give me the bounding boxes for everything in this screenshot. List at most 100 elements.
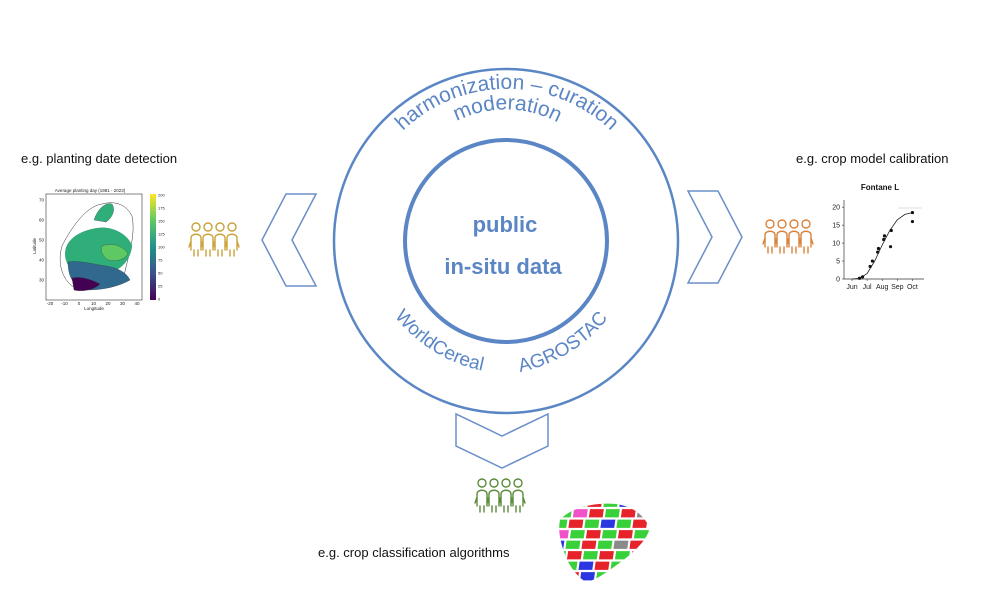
field-parcel [597,549,616,561]
field-parcel [559,570,565,582]
field-parcel [583,518,601,530]
field-parcel [585,503,604,509]
chart-xtick-label: Aug [876,284,889,291]
field-parcel [625,560,643,572]
chevron-down-icon [455,412,549,469]
field-parcel [596,539,614,551]
chart-data-point [876,246,881,251]
people-group-icon [474,478,526,513]
chart-data-point [910,219,915,224]
colorbar-tick-label: 75 [158,258,163,263]
map-xtick-label: 10 [91,301,97,306]
field-parcel [632,528,650,540]
field-parcel [562,570,581,582]
field-parcel [613,549,632,561]
chart-xtick-label: Sep [891,284,904,291]
chart-xtick-label: Oct [907,284,918,291]
field-parcel [578,570,597,582]
chart-data-point [868,264,872,269]
field-parcel [561,560,579,572]
field-parcel [610,570,629,582]
center-title-line1: public [473,212,538,237]
colorbar-tick-label: 100 [158,245,165,250]
caption-planting-date: e.g. planting date detection [21,151,178,166]
colorbar-tick-label: 125 [158,232,165,237]
chevron-left-icon [261,193,318,287]
chart-data-point [882,237,886,242]
chart-ytick-label: 10 [832,241,840,248]
chart-data-point [889,228,893,233]
field-parcel [577,560,595,572]
center-title-line2: in-situ data [444,254,562,279]
map-xtick-label: 0 [78,301,81,306]
field-parcel [567,518,585,530]
map-xlabel: Longitude [84,306,104,311]
field-parcel [559,528,571,540]
field-parcel [559,507,574,519]
field-parcel [616,528,635,540]
map-xtick-label: 30 [120,301,126,306]
field-parcel [580,539,598,551]
colorbar-tick-label: 25 [158,284,163,289]
field-parcel [568,528,587,540]
field-parcel [615,518,633,530]
colorbar-tick-label: 0 [158,297,161,302]
map-xtick-label: 40 [134,301,140,306]
person-icon [474,478,490,513]
map-title: Average planting day (1981 - 2023) [55,188,126,193]
caption-crop-model: e.g. crop model calibration [796,151,949,166]
person-icon [212,222,228,257]
field-parcel [617,503,636,509]
chart-ytick-label: 20 [832,205,840,212]
map-xtick-label: 20 [105,301,111,306]
chart-data-point [860,275,865,279]
field-parcel [599,518,617,530]
field-parcel [601,503,620,509]
field-parcel [564,539,582,551]
crop-field-map-thumbnail [556,498,652,582]
map-xtick-label: -10 [61,301,68,306]
field-parcel [587,507,606,519]
person-icon [188,222,204,257]
map-colorbar [150,194,156,300]
chart-ytick-label: 15 [832,223,840,230]
field-parcel [609,560,627,572]
person-icon [786,219,802,254]
person-icon [486,478,502,513]
chart-ytick-label: 0 [836,277,840,284]
chart-ytick-label: 5 [836,259,840,266]
field-parcel [631,518,649,530]
field-parcel [584,528,603,540]
chart-title: Fontane L [861,183,899,192]
chart-data-point [857,276,862,280]
field-parcel [559,549,568,561]
map-ytick-label: 30 [39,278,45,283]
field-parcel [559,539,566,551]
chart-data-point [882,234,887,238]
map-scandinavia [93,203,114,223]
field-parcel [629,549,648,561]
field-parcel [594,570,613,582]
ring-label-agrostac: AGROSTAC [516,308,612,377]
person-icon [510,478,526,513]
people-group-icon [188,222,240,257]
person-icon [200,222,216,257]
field-parcel [635,507,650,519]
map-ytick-label: 70 [39,198,45,203]
field-parcel [559,518,569,530]
colorbar-tick-label: 50 [158,271,163,276]
map-ytick-label: 50 [39,238,45,243]
inner-ring [403,138,609,344]
outer-ring [332,67,680,415]
colorbar-tick-label: 175 [158,206,165,211]
field-parcel [628,539,646,551]
person-icon [224,222,240,257]
map-east-region [101,244,129,261]
colorbar-tick-label: 150 [158,219,165,224]
field-parcel [633,503,650,509]
chart-xtick-label: Jul [863,284,872,291]
field-parcel [612,539,630,551]
map-xtick-label: -20 [47,301,54,306]
field-parcel [571,507,590,519]
